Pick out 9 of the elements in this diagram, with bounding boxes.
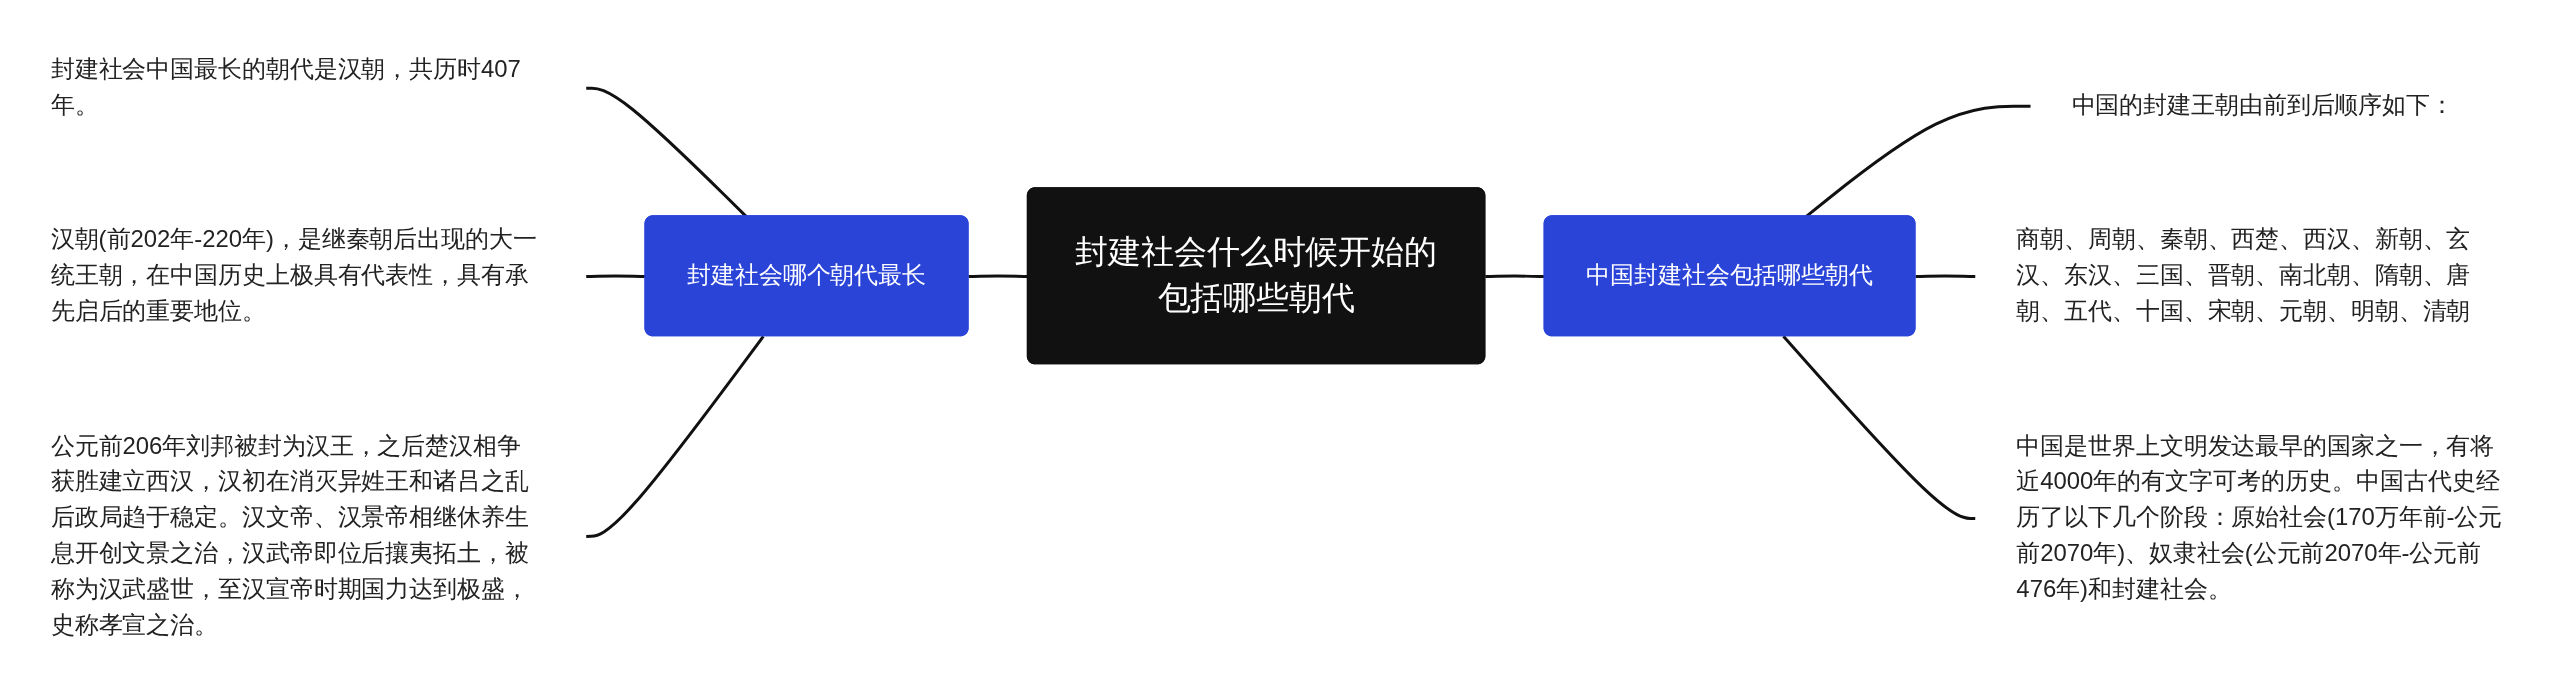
node-text: 公元前206年刘邦被封为汉王，之后楚汉相争获胜建立西汉，汉初在消灭异姓王和诸吕之乱后政局趋于稳定。汉文帝、汉景帝相继休养生息开创文景之治，汉武帝即位后攘夷拓土，被称为汉武盛世，至汉宣帝时期国力达到极盛，史称孝宣之治。 (50, 431, 530, 640)
node-text: 封建社会哪个朝代最长 (687, 261, 926, 290)
node-text: 封建社会什么时候开始的包括哪些朝代 (1074, 231, 1438, 319)
node-text: 商朝、周朝、秦朝、西楚、西汉、新朝、玄汉、东汉、三国、晋朝、南北朝、隋朝、唐朝、五代、十国、宋朝、元朝、明朝、清朝 (2016, 225, 2472, 326)
node-text: 中国封建社会包括哪些朝代 (1586, 261, 1873, 290)
node-text: 汉朝(前202年-220年)，是继秦朝后出现的大一统王朝，在中国历史上极具有代表性，具有承先启后的重要地位。 (50, 225, 538, 326)
node-text: 中国的封建王朝由前到后顺序如下： (2071, 91, 2454, 120)
node-text: 中国是世界上文明发达最早的国家之一，有将近4000年的有文字可考的历史。中国古代史经历了以下几个阶段：原始社会(170万年前-公元前2070年)、奴隶社会(公元前2070年-公元前476年)和封建社会。 (2016, 431, 2504, 604)
node-text: 封建社会中国最长的朝代是汉朝，共历时407年。 (50, 55, 522, 120)
